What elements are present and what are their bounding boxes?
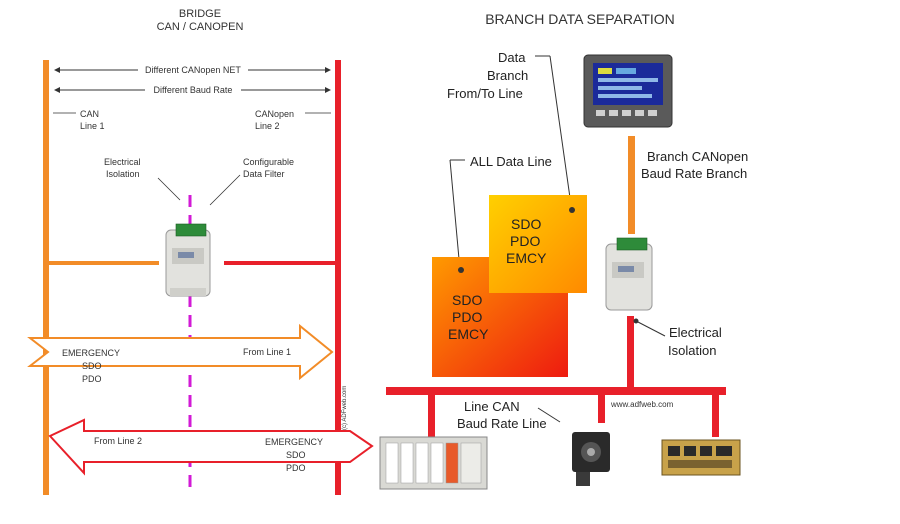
branch-title: BRANCH DATA SEPARATION (485, 11, 675, 27)
branch-isolation-line2: Isolation (668, 343, 716, 358)
hmi-panel (583, 54, 673, 128)
all-data-leader-down (449, 159, 461, 271)
back-data-box: SDO PDO EMCY (489, 195, 587, 293)
line-can-label-1: Line CAN (464, 399, 520, 414)
back-box-pdo: PDO (510, 233, 540, 249)
branch-canopen-line2: Baud Rate Branch (641, 166, 747, 181)
plc-rack-device (379, 436, 488, 490)
canopen-line-2-bus (335, 60, 341, 495)
can-line-1-connector (49, 261, 159, 265)
branch-isolation-line1: Electrical (669, 325, 722, 340)
servo-motor-device (572, 432, 610, 486)
isolation-label-line2: Isolation (106, 169, 140, 179)
branch-isolation-marker (633, 318, 639, 324)
data-branch-line1: Data (498, 50, 526, 65)
all-data-line-label: ALL Data Line (470, 154, 552, 169)
net-label: Different CANopen NET (145, 65, 241, 75)
baud-label-bg (145, 84, 241, 96)
io-board-device (661, 439, 741, 476)
back-box-emcy: EMCY (506, 250, 547, 266)
canopen-line-2-label: CANopen (255, 109, 294, 119)
front-box-pdo: PDO (452, 309, 482, 325)
branch-canopen-line1: Branch CANopen (647, 149, 748, 164)
bus-drop-right (712, 395, 719, 437)
canopen-line-2-sublabel: Line 2 (255, 121, 280, 131)
can-line-1-sublabel: Line 1 (80, 121, 105, 131)
back-box-marker (569, 207, 575, 213)
data-branch-line2: Branch (487, 68, 528, 83)
line-can-leader (537, 407, 561, 423)
filter-leader (209, 174, 241, 206)
arrow-right-pdo: PDO (82, 374, 102, 384)
front-box-sdo: SDO (452, 292, 482, 308)
branch-isolation-leader (637, 321, 666, 337)
isolation-leader (157, 177, 181, 201)
main-can-bus (386, 387, 726, 395)
can-line-1-bus (43, 60, 49, 495)
arrow-left-sdo: SDO (286, 450, 306, 460)
arrow-right-sdo: SDO (82, 361, 102, 371)
bridge-title-line2: CAN / CANOPEN (157, 21, 244, 33)
front-box-emcy: EMCY (448, 326, 489, 342)
bus-drop-left (428, 395, 435, 437)
line-can-label-2: Baud Rate Line (457, 416, 547, 431)
website-text: www.adfweb.com (610, 400, 674, 409)
bus-drop-middle (598, 395, 605, 423)
back-box-sdo: SDO (511, 216, 541, 232)
arrow-from-line-2-label: From Line 2 (94, 436, 142, 446)
data-branch-line3: From/To Line (447, 86, 523, 101)
bridge-title-line1: BRIDGE (179, 8, 221, 20)
branch-red-line (627, 316, 634, 388)
copyright-text: (c) ADFweb.com (342, 386, 348, 430)
filter-label-line2: Data Filter (243, 169, 285, 179)
baud-label: Different Baud Rate (154, 85, 233, 95)
front-box-marker (458, 267, 464, 273)
arrow-from-line-1-label: From Line 1 (243, 347, 291, 357)
data-branch-leader-down (549, 55, 573, 213)
arrow-right-emergency: EMERGENCY (62, 348, 120, 358)
net-label-bg (138, 64, 248, 76)
canopen-line-2-connector (224, 261, 335, 265)
branch-canopen-line (628, 136, 635, 234)
arrow-left-emergency: EMERGENCY (265, 437, 323, 447)
isolation-label-line1: Electrical (104, 157, 141, 167)
bridge-device (165, 223, 211, 297)
can-line-1-label: CAN (80, 109, 99, 119)
arrow-left-pdo: PDO (286, 463, 306, 473)
arrow-from-line-2: From Line 2 EMERGENCY SDO PDO (48, 418, 374, 476)
branch-bridge-device (605, 237, 653, 311)
filter-label-line1: Configurable (243, 157, 294, 167)
arrow-from-line-1: From Line 1 EMERGENCY SDO PDO (27, 323, 334, 384)
